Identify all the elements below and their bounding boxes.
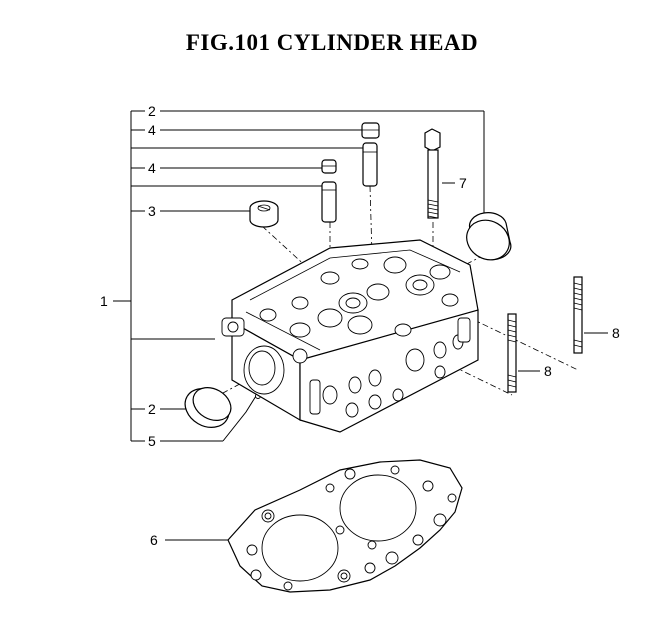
callout-8-middle: 8 xyxy=(544,363,552,379)
figure-title: FIG.101 CYLINDER HEAD xyxy=(185,30,479,55)
callout-1: 1 xyxy=(100,293,108,309)
cylinder-head-item-1 xyxy=(221,239,479,433)
callout-6: 6 xyxy=(150,532,158,548)
callout-4-middle: 4 xyxy=(148,160,156,176)
valve-stem-seal-upper xyxy=(361,122,380,139)
stud-item-8-right xyxy=(573,276,583,354)
callout-8-right: 8 xyxy=(612,325,620,341)
callout-3: 3 xyxy=(148,203,156,219)
head-bolt-item-7 xyxy=(424,128,441,219)
valve-guide-upper xyxy=(362,142,378,187)
callout-4-top: 4 xyxy=(148,122,156,138)
callout-5: 5 xyxy=(148,433,156,449)
valve-stem-seal-lower xyxy=(321,159,337,174)
valve-guide-lower xyxy=(321,181,337,223)
callout-2-top: 2 xyxy=(148,103,156,119)
plug-item-3 xyxy=(249,200,279,228)
head-gasket-item-6 xyxy=(227,459,463,593)
cup-plug-lower xyxy=(184,387,232,428)
cup-plug-upper xyxy=(466,212,512,261)
leader-lines xyxy=(113,110,608,541)
callout-2-bottom: 2 xyxy=(148,401,156,417)
callout-7: 7 xyxy=(459,175,467,191)
stud-item-8-middle xyxy=(507,313,517,393)
